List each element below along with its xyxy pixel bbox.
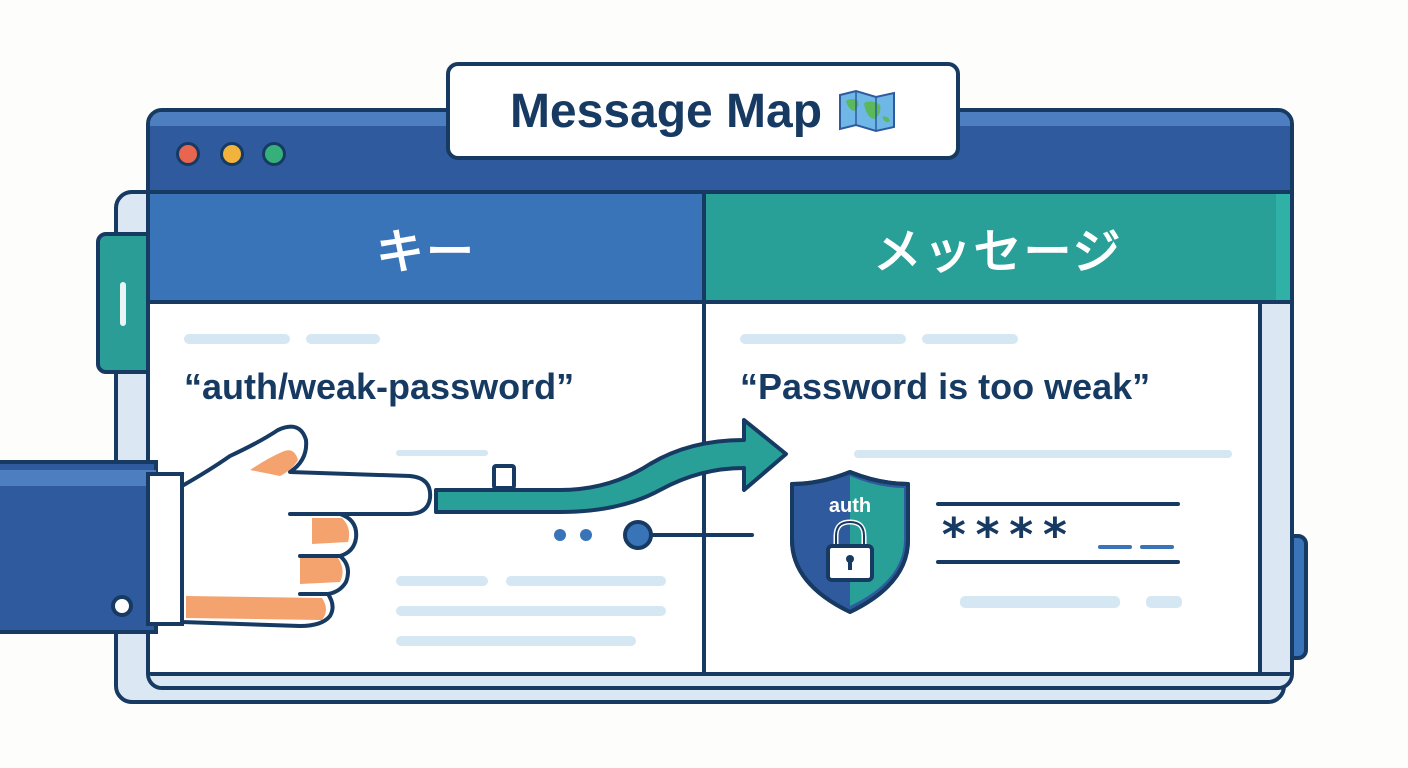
shield-icon: auth [790, 470, 910, 614]
placeholder-line [922, 334, 1018, 344]
placeholder-line [396, 450, 488, 456]
shield-label: auth [829, 495, 871, 517]
right-rail [1258, 304, 1290, 686]
close-dot-icon[interactable] [176, 142, 200, 166]
map-icon [839, 89, 896, 133]
pointing-hand-icon [0, 424, 433, 634]
message-column-header: メッセージ [706, 194, 1290, 304]
placeholder-line [396, 576, 488, 586]
dot-icon [580, 529, 592, 541]
page-title: Message Map [509, 84, 823, 138]
placeholder-line [854, 450, 1232, 458]
placeholder-line [740, 334, 906, 344]
key-value-text: “auth/weak-password” [184, 366, 575, 407]
placeholder-line [306, 334, 380, 344]
connector-node-icon [623, 520, 754, 550]
title-badge: Message Map [446, 62, 960, 160]
key-column-body: “auth/weak-password” [150, 304, 706, 686]
key-column-header: キー [150, 194, 706, 304]
password-cursor-dash [1140, 545, 1174, 549]
key-header-label: キー [375, 224, 476, 280]
dot-icon [554, 529, 566, 541]
placeholder-line [1146, 596, 1182, 608]
arrow-icon [434, 418, 788, 514]
message-header-label: メッセージ [873, 224, 1123, 280]
placeholder-line [396, 636, 636, 646]
tab-notch [120, 282, 126, 326]
message-column-body: “Password is too weak” [706, 304, 1290, 686]
message-value-text: “Password is too weak” [740, 366, 1151, 407]
maximize-dot-icon[interactable] [262, 142, 286, 166]
lock-icon [826, 519, 874, 582]
masked-password: **** [940, 508, 1075, 562]
minimize-dot-icon[interactable] [220, 142, 244, 166]
password-bottom-rule [936, 560, 1180, 564]
placeholder-line [184, 334, 290, 344]
password-cursor-dash [1098, 545, 1132, 549]
browser-window: キー メッセージ “auth/weak-password” “Password … [146, 108, 1294, 690]
placeholder-line [396, 606, 666, 616]
placeholder-line [960, 596, 1120, 608]
bottom-rail [150, 672, 1290, 686]
password-top-rule [936, 502, 1180, 506]
placeholder-line [506, 576, 666, 586]
